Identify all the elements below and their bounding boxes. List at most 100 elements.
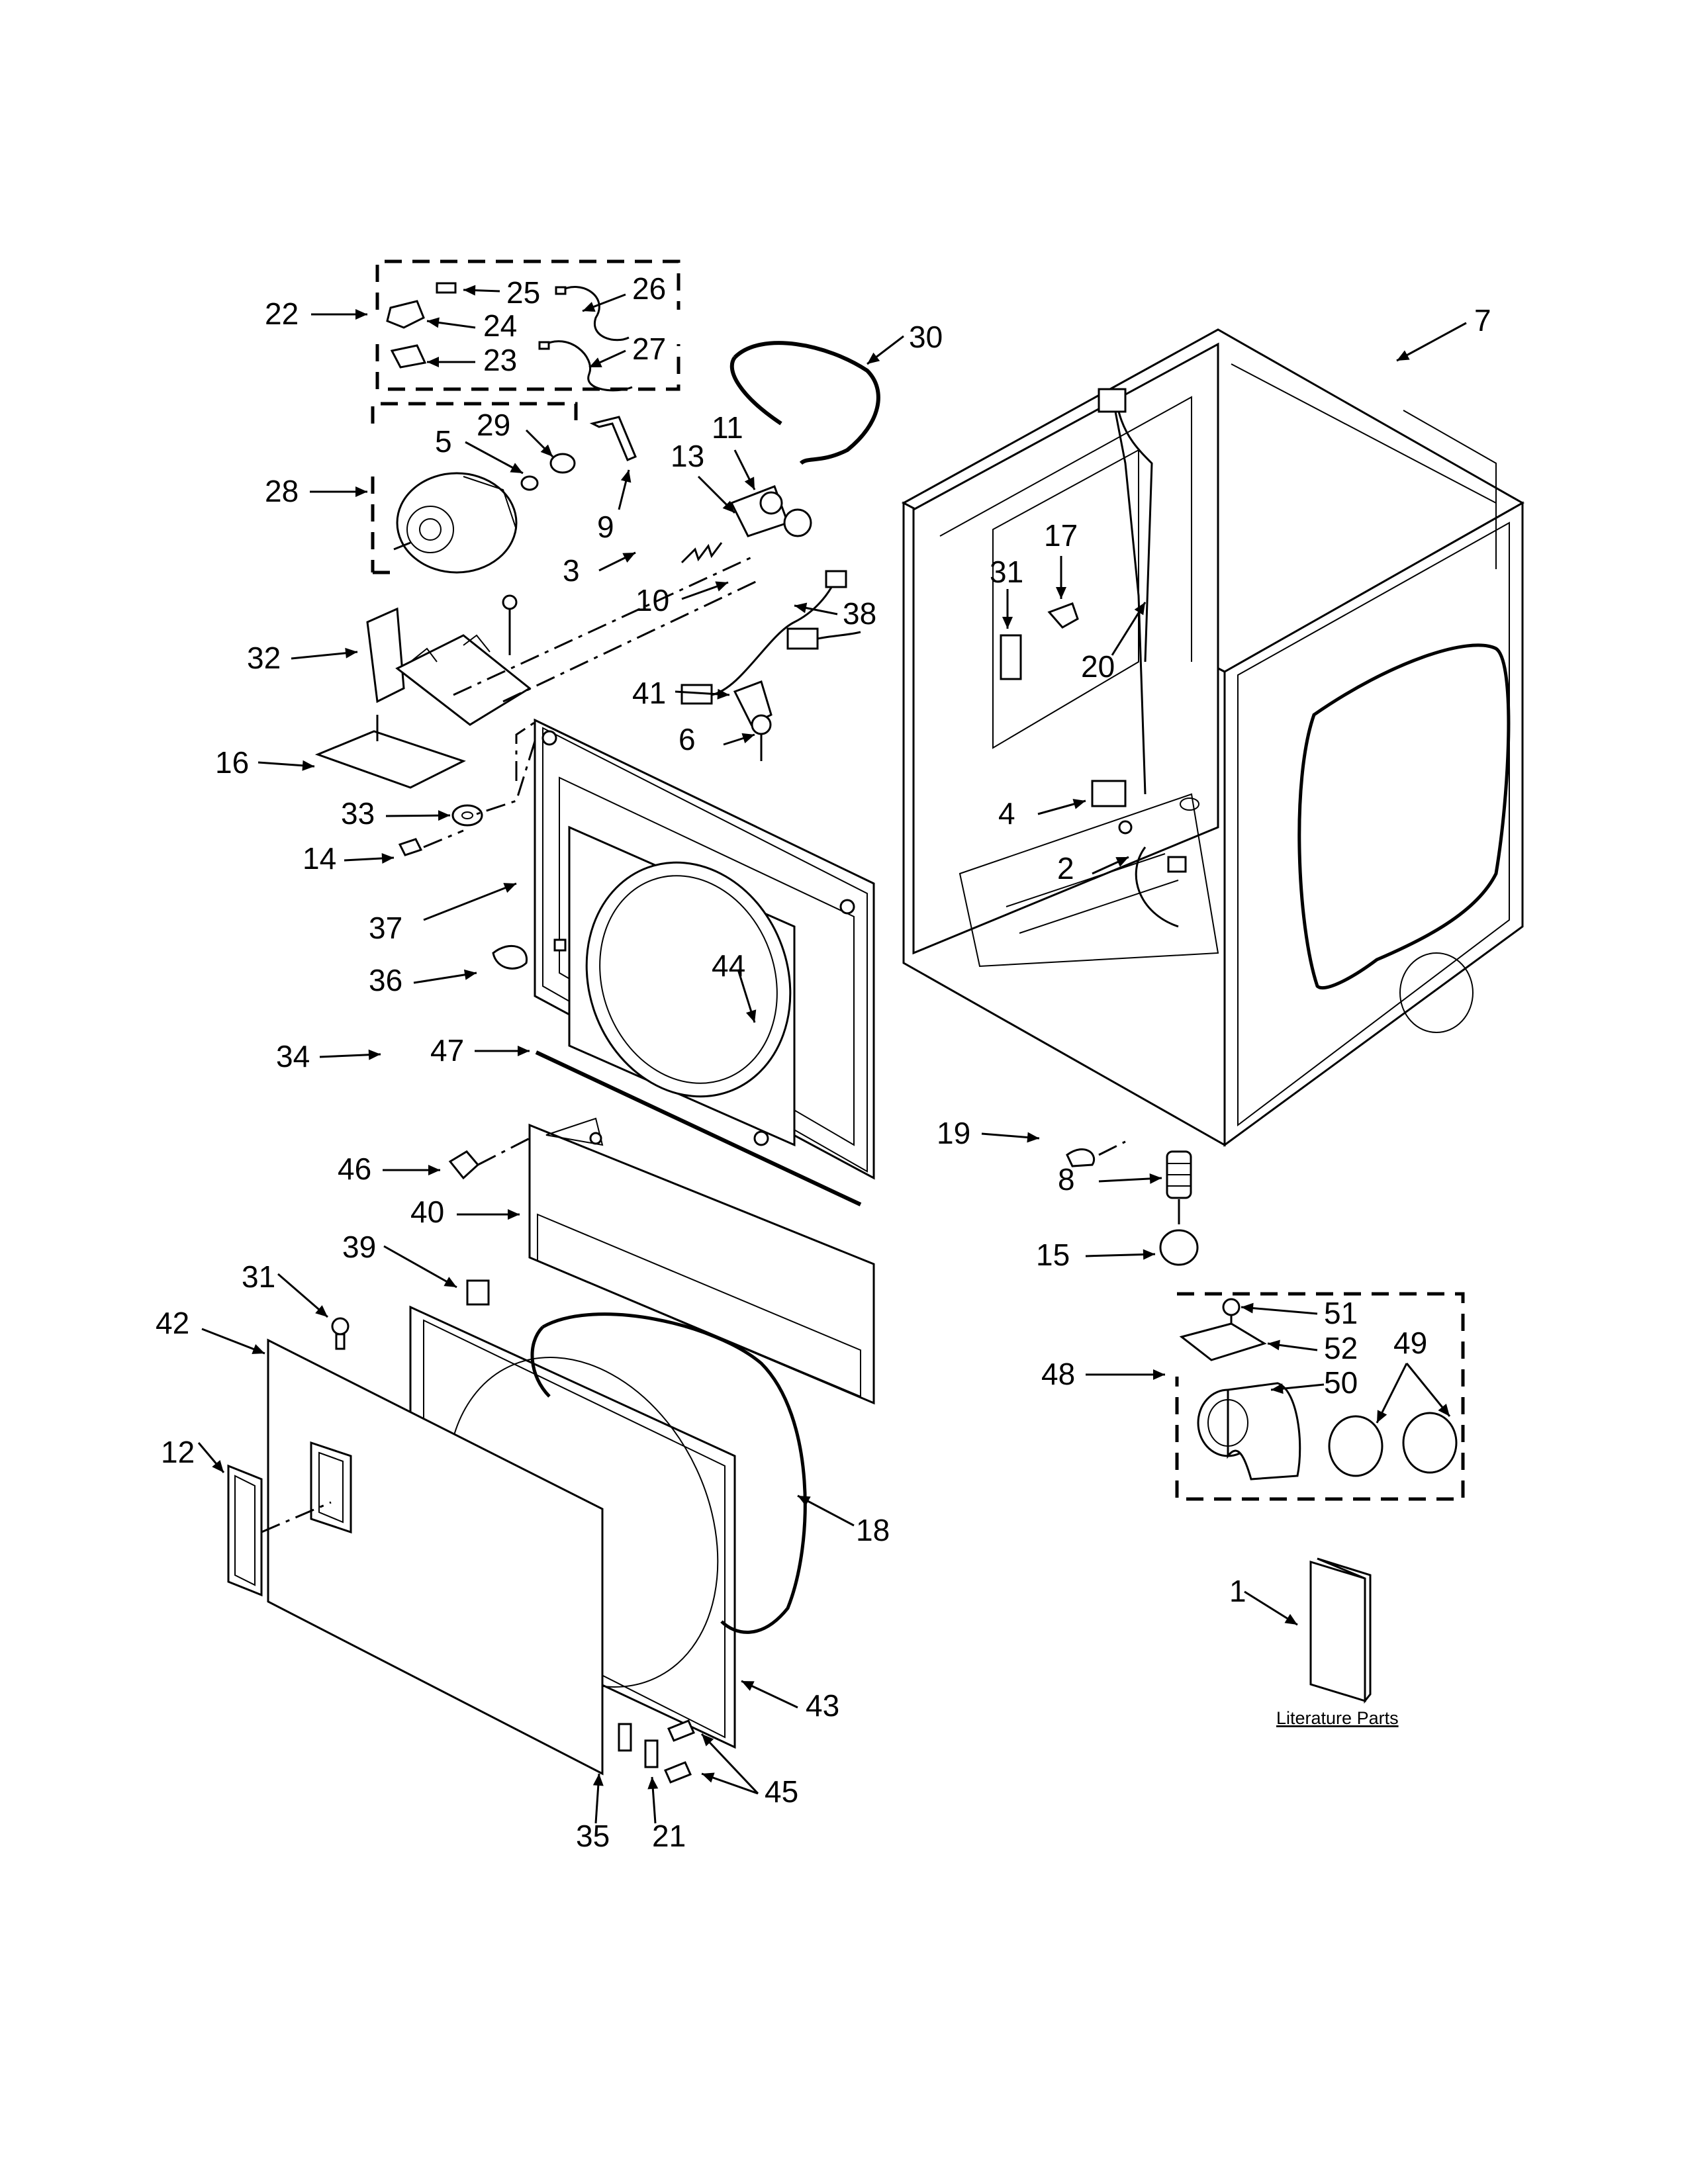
leader-arrowhead	[1149, 1173, 1162, 1184]
leader-arrowhead	[463, 969, 477, 980]
leader-arrowhead	[1397, 350, 1410, 361]
callout-46: 46	[338, 1152, 371, 1186]
leader-arrowhead	[722, 500, 735, 513]
leader-arrowhead	[444, 1277, 457, 1287]
leveling-leg	[1066, 1140, 1199, 1266]
leader-arrowhead	[1377, 1410, 1387, 1423]
callout-10: 10	[635, 583, 669, 617]
leader-arrowhead	[540, 444, 553, 457]
leader-arrowhead	[620, 470, 632, 483]
leader-arrowhead	[428, 1165, 440, 1175]
callout-1: 1	[1229, 1574, 1246, 1608]
leader-arrowhead	[583, 302, 596, 312]
callout-15: 15	[1036, 1238, 1070, 1272]
leader-arrowhead	[1056, 587, 1066, 599]
leader-arrowhead	[252, 1344, 265, 1354]
leader-arrowhead	[381, 852, 394, 864]
leader-arrowhead	[315, 1305, 328, 1317]
leader-arrowhead	[1438, 1403, 1450, 1416]
gas-valve-bracket-group	[375, 259, 680, 392]
callout-48: 48	[1041, 1357, 1075, 1391]
callout-14: 14	[303, 841, 336, 876]
callout-17: 17	[1044, 518, 1078, 553]
callout-4: 4	[998, 796, 1015, 831]
callout-45: 45	[765, 1774, 798, 1809]
leader-arrowhead	[355, 309, 367, 320]
leader-arrowhead	[1268, 1340, 1280, 1351]
callout-labels: 1 2 3 4 5 6 7 8 9 10 11 12 13 14 15 16 1…	[156, 271, 1491, 1853]
callout-2: 2	[1057, 851, 1074, 886]
leader-arrowhead	[302, 760, 314, 771]
callout-26: 26	[632, 271, 666, 306]
callout-11: 11	[712, 410, 743, 445]
leader-line	[383, 1245, 457, 1289]
callout-40: 40	[410, 1195, 444, 1229]
leader-arrowhead	[355, 486, 367, 497]
leader-arrowhead	[798, 1496, 811, 1506]
leader-arrowhead	[1153, 1369, 1165, 1380]
callout-32: 32	[247, 641, 281, 675]
callout-5: 5	[435, 424, 452, 459]
callout-41: 41	[632, 676, 666, 710]
leader-arrowhead	[592, 1774, 604, 1786]
callout-36: 36	[369, 963, 402, 997]
thermistor-harness	[680, 570, 861, 761]
callout-52: 52	[1324, 1331, 1358, 1365]
leader-arrowhead	[508, 1209, 520, 1220]
leader-arrowhead	[622, 553, 635, 563]
leader-arrowhead	[744, 477, 755, 490]
leader-line	[1241, 1306, 1318, 1315]
callout-18: 18	[856, 1513, 890, 1547]
leader-arrowhead	[463, 285, 476, 296]
exhaust-kit-group	[1175, 1292, 1465, 1501]
callout-12: 12	[161, 1435, 195, 1469]
callout-31b: 31	[242, 1259, 275, 1294]
callout-51: 51	[1324, 1296, 1358, 1330]
callout-19: 19	[937, 1116, 970, 1150]
callout-28: 28	[265, 474, 299, 508]
leader-arrowhead	[1002, 617, 1013, 629]
callout-38: 38	[843, 596, 876, 631]
callout-16: 16	[215, 745, 249, 780]
leader-arrowhead	[1027, 1132, 1039, 1143]
callout-31a: 31	[990, 555, 1023, 589]
callout-49: 49	[1393, 1326, 1427, 1360]
motor-mount	[314, 555, 762, 856]
leader-arrowhead	[745, 1009, 757, 1023]
leader-arrowhead	[867, 352, 880, 364]
leader-arrowhead	[741, 1681, 755, 1691]
callout-27: 27	[632, 332, 666, 366]
leader-arrowhead	[1134, 602, 1145, 615]
leader-arrowhead	[794, 602, 808, 614]
leader-arrowhead	[1284, 1614, 1297, 1625]
callout-21: 21	[652, 1819, 686, 1853]
callout-34: 34	[276, 1039, 310, 1073]
leader-arrowhead	[503, 883, 516, 893]
callout-25: 25	[506, 275, 540, 310]
literature-book	[1309, 1557, 1372, 1704]
leader-arrowhead	[212, 1460, 224, 1473]
leader-arrowhead	[1072, 799, 1086, 809]
leader-arrowhead	[510, 463, 523, 473]
literature-parts-label: Literature Parts	[1276, 1708, 1399, 1728]
leader-arrowhead	[368, 1049, 381, 1060]
callout-9: 9	[597, 510, 614, 544]
callout-13: 13	[671, 439, 704, 473]
callout-7: 7	[1474, 303, 1491, 338]
leader-arrowhead	[438, 810, 450, 821]
leader-arrowhead	[589, 357, 602, 367]
leader-arrowhead	[1241, 1302, 1254, 1314]
leader-line	[700, 1733, 759, 1795]
leader-line	[423, 882, 517, 921]
callout-24: 24	[483, 308, 517, 343]
callout-22: 22	[265, 296, 299, 331]
cabinet	[901, 328, 1525, 1147]
leader-arrowhead	[427, 357, 439, 367]
motor-group	[371, 341, 880, 574]
leader-arrowhead	[427, 317, 440, 328]
leader-arrowhead	[345, 647, 357, 659]
leader-arrowhead	[1143, 1249, 1155, 1260]
toe-panel	[448, 1117, 875, 1405]
callout-37: 37	[369, 911, 402, 945]
